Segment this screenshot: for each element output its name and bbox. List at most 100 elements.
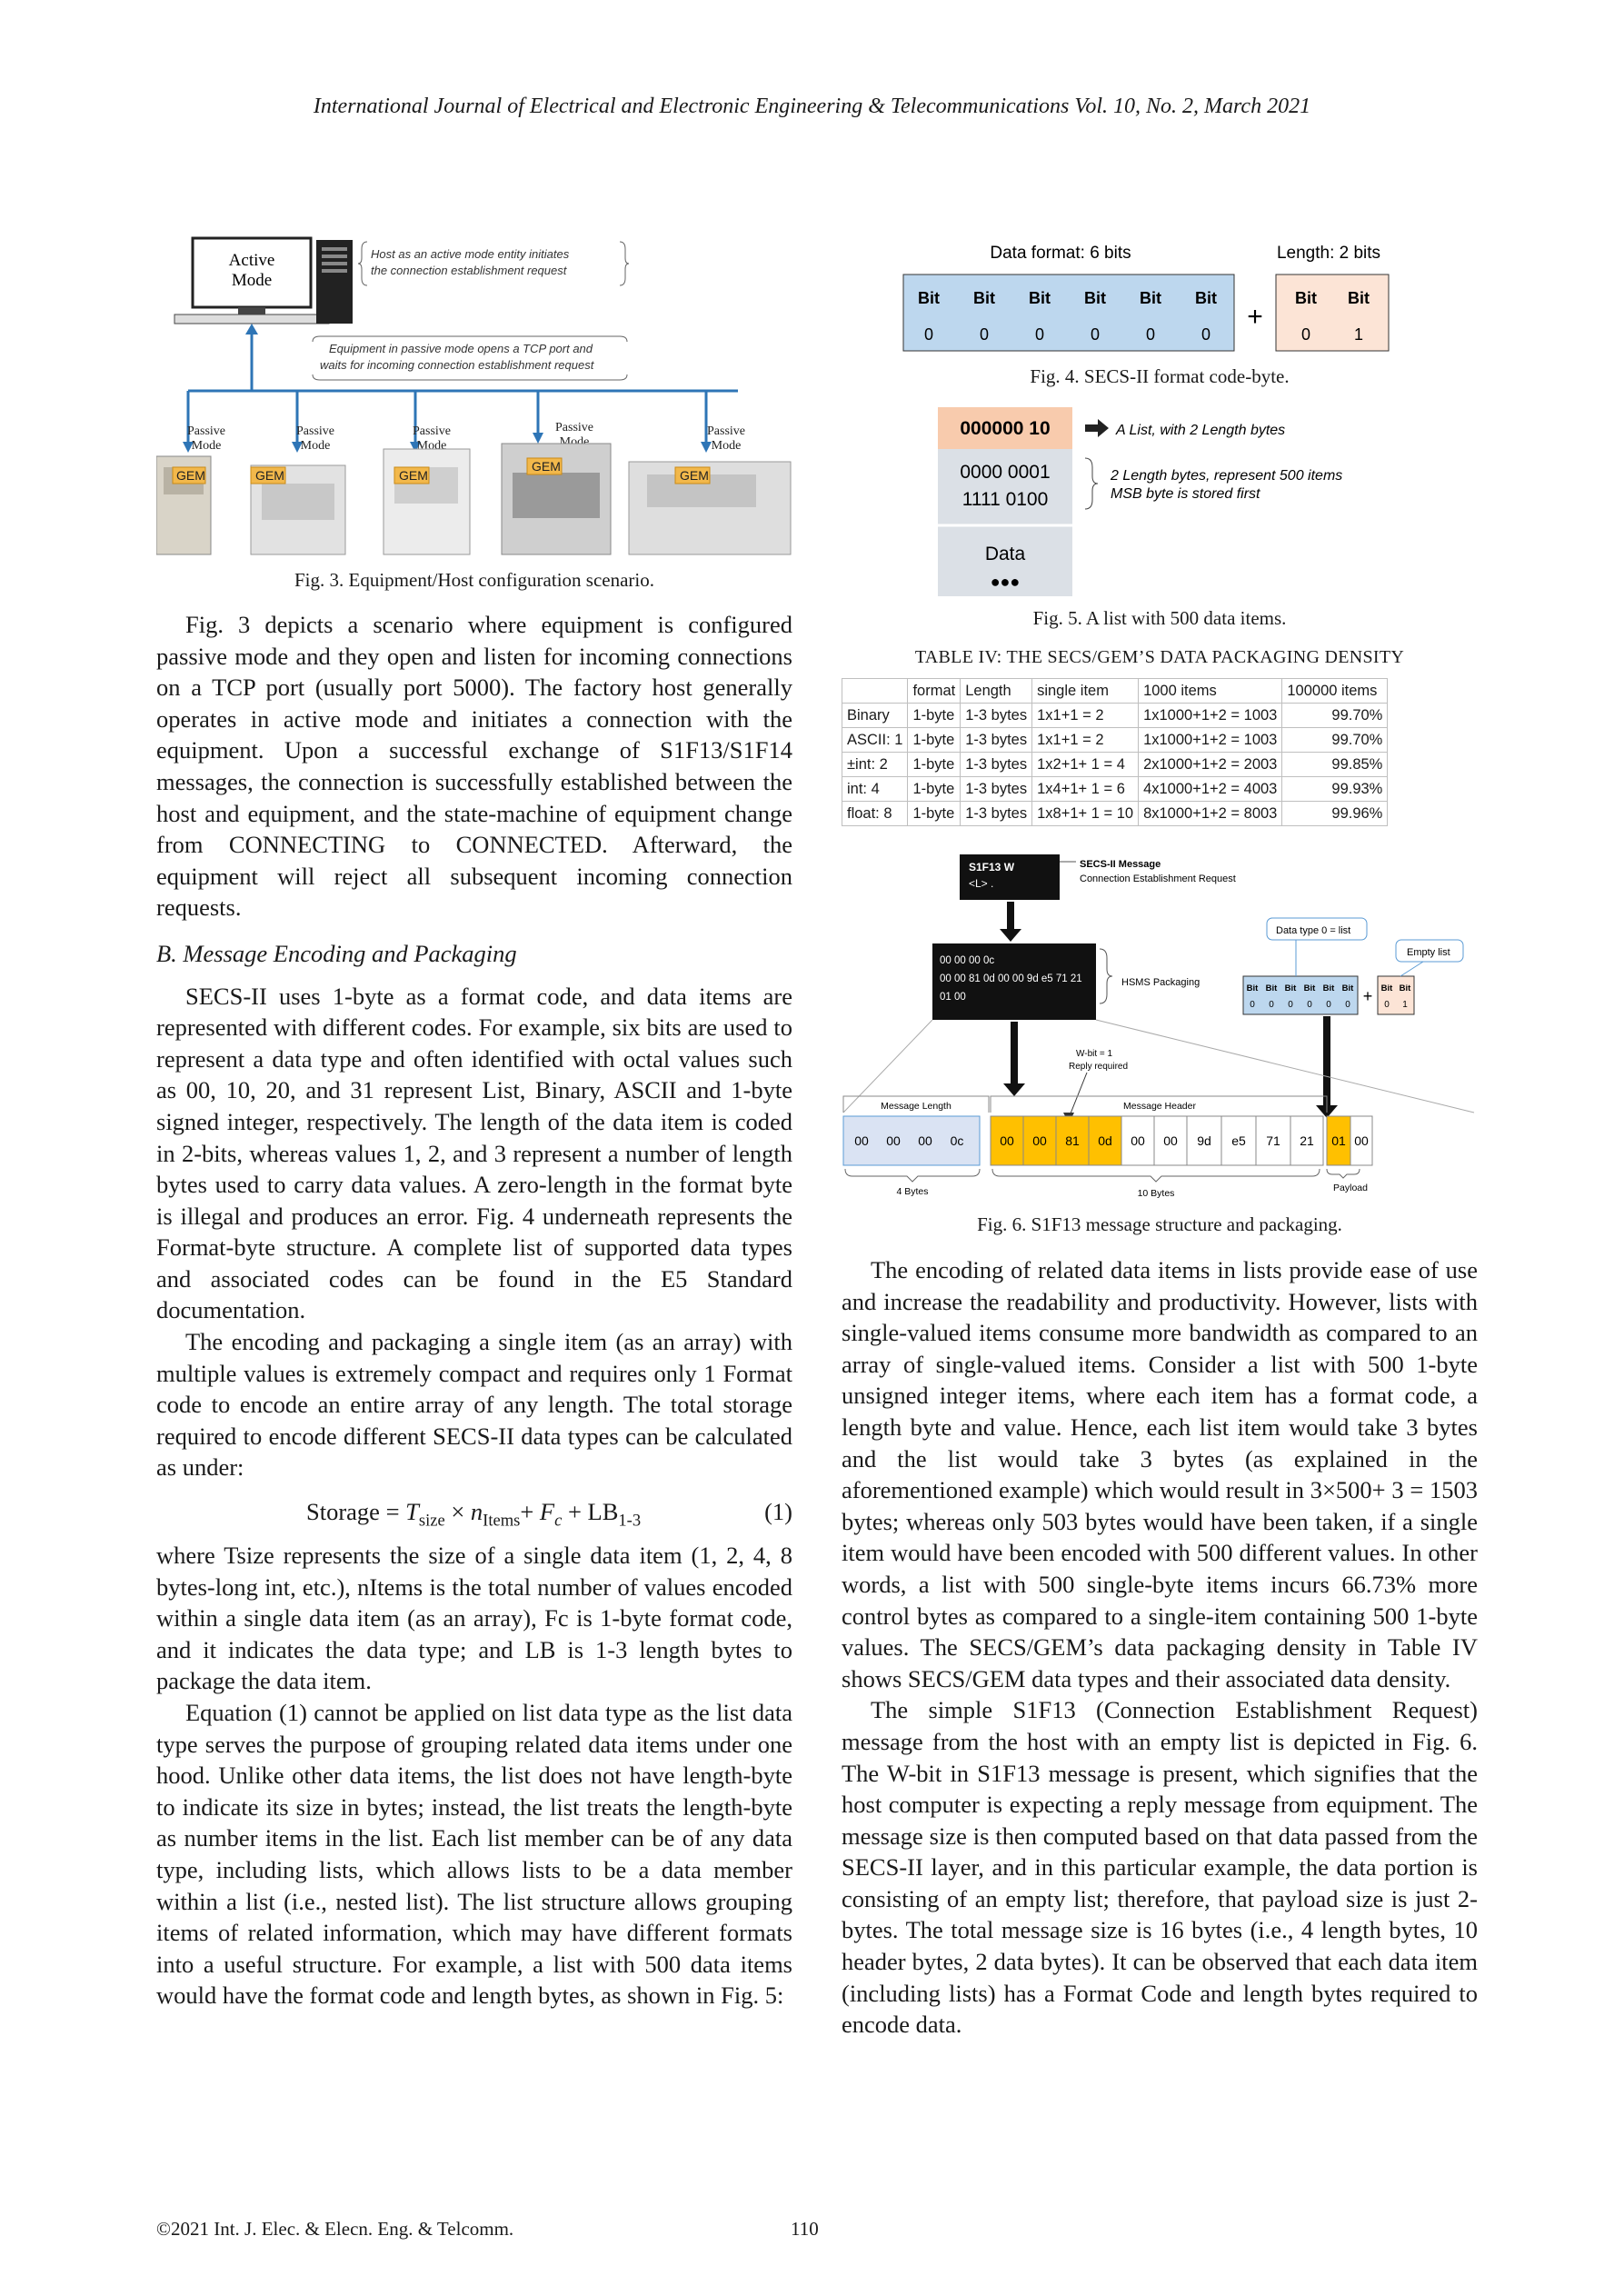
svg-text:Bit: Bit: [973, 289, 995, 307]
svg-text:Bit: Bit: [1247, 983, 1260, 993]
svg-text:Bit: Bit: [1266, 983, 1279, 993]
svg-text:0: 0: [1326, 1000, 1331, 1010]
svg-text:2 Length bytes, represent 500: 2 Length bytes, represent 500 items: [1110, 468, 1342, 484]
table-cell: ASCII: 1: [841, 727, 909, 753]
svg-text:0: 0: [1307, 1000, 1312, 1010]
svg-text:W-bit = 1: W-bit = 1: [1076, 1049, 1113, 1059]
svg-text:00: 00: [1163, 1133, 1178, 1148]
fig5-caption: Fig. 5. A list with 500 data items.: [1032, 607, 1287, 629]
table-cell: 1x2+1+ 1 = 4: [1031, 752, 1140, 777]
table-header-cell: Length: [960, 678, 1033, 704]
table-cell: 1x1+1 = 2: [1031, 703, 1140, 728]
svg-text:0: 0: [1269, 1000, 1274, 1010]
table-cell: 99.85%: [1281, 752, 1389, 777]
svg-text:HSMS Packaging: HSMS Packaging: [1121, 977, 1200, 988]
table-cell: 8x1000+1+2 = 8003: [1138, 801, 1283, 826]
left-paragraph-1: Fig. 3 depicts a scenario where equipmen…: [156, 611, 792, 922]
svg-text:Bit: Bit: [1304, 983, 1317, 993]
svg-text:01: 01: [1331, 1133, 1346, 1148]
table-cell: 99.70%: [1281, 703, 1389, 728]
svg-text:00 00 00 0c: 00 00 00 0c: [940, 955, 994, 966]
svg-text:0: 0: [924, 325, 933, 344]
svg-text:01 00: 01 00: [940, 992, 966, 1003]
svg-text:0: 0: [1288, 1000, 1293, 1010]
svg-text:Passive: Passive: [413, 424, 451, 438]
fig3-caption: Fig. 3. Equipment/Host configuration sce…: [294, 569, 655, 591]
table-cell: 99.93%: [1281, 776, 1389, 802]
format-byte: 000000 10: [960, 418, 1050, 439]
table-row: ±int: 2 1-byte 1-3 bytes 1x2+1+ 1 = 4 2x…: [841, 752, 1389, 777]
table-cell: 1-3 bytes: [960, 752, 1033, 777]
fig4-caption: Fig. 4. SECS-II format code-byte.: [1030, 365, 1290, 387]
svg-text:1: 1: [1402, 1000, 1408, 1010]
svg-text:Data: Data: [985, 544, 1026, 564]
svg-text:Bit: Bit: [1400, 983, 1412, 993]
svg-text:Host as an active mode entity: Host as an active mode entity initiates: [371, 247, 570, 261]
table-row: Binary 1-byte 1-3 bytes 1x1+1 = 2 1x1000…: [841, 703, 1389, 728]
svg-text:Mode: Mode: [232, 271, 272, 290]
svg-text:e5: e5: [1231, 1133, 1246, 1148]
svg-text:Passive: Passive: [187, 424, 225, 438]
right-paragraph-2: The simple S1F13 (Connection Establishme…: [842, 1696, 1478, 2039]
svg-text:Bit: Bit: [1195, 289, 1217, 307]
figure-4: Data format: 6 bits Length: 2 bits Bit B…: [902, 238, 1410, 356]
table-header-cell: [841, 678, 909, 704]
svg-text:0: 0: [1301, 325, 1310, 344]
table-cell: 1x1000+1+2 = 1003: [1138, 703, 1283, 728]
svg-text:waits for incoming connection: waits for incoming connection establishm…: [320, 358, 595, 372]
table-header-cell: single item: [1031, 678, 1140, 704]
page-number: 110: [791, 2218, 819, 2240]
left-column: Fig. 3 depicts a scenario where equipmen…: [156, 609, 792, 2011]
svg-text:S1F13 W: S1F13 W: [969, 861, 1015, 873]
svg-text:A List, with 2 Length bytes: A List, with 2 Length bytes: [1115, 423, 1285, 438]
left-paragraph-3: The encoding and packaging a single item…: [156, 1328, 792, 1482]
table-row: float: 8 1-byte 1-3 bytes 1x8+1+ 1 = 10 …: [841, 801, 1389, 826]
figure-5: 000000 10 0000 0001 1111 0100 Data ●●● A…: [938, 407, 1392, 596]
table-cell: 1x8+1+ 1 = 10: [1031, 801, 1140, 826]
svg-text:SECS-II Message: SECS-II Message: [1080, 859, 1161, 870]
active-mode-label: Active: [229, 251, 275, 270]
table-cell: float: 8: [841, 801, 909, 826]
fig5-diagram: 000000 10 0000 0001 1111 0100 Data ●●● A…: [938, 407, 1342, 596]
table4-title: TABLE IV: THE SECS/GEM’S DATA PACKAGING …: [914, 647, 1405, 667]
table-header-row: format Length single item 1000 items 100…: [841, 678, 1389, 704]
figure-3: Active Mode Host as an active mode entit…: [155, 229, 792, 556]
svg-text:GEM: GEM: [680, 468, 709, 483]
section-heading: B. Message Encoding and Packaging: [156, 939, 517, 967]
table-cell: 99.96%: [1281, 801, 1389, 826]
svg-text:0: 0: [1250, 1000, 1255, 1010]
svg-text:Empty list: Empty list: [1407, 947, 1450, 958]
svg-text:Bit: Bit: [1029, 289, 1051, 307]
table-header-cell: 1000 items: [1138, 678, 1283, 704]
svg-text:Data type 0 = list: Data type 0 = list: [1276, 925, 1350, 936]
svg-text:Mode: Mode: [301, 439, 331, 453]
table-cell: 1-byte: [907, 801, 961, 826]
svg-text:Passive: Passive: [707, 424, 745, 438]
svg-text:00: 00: [1000, 1133, 1014, 1148]
table-cell: 1-byte: [907, 727, 961, 753]
table-cell: Binary: [841, 703, 909, 728]
svg-text:Bit: Bit: [1084, 289, 1106, 307]
right-paragraph-1: The encoding of related data items in li…: [842, 1256, 1478, 1692]
svg-text:0c: 0c: [951, 1133, 964, 1148]
svg-text:Message Header: Message Header: [1123, 1101, 1196, 1112]
left-paragraph-5: Equation (1) cannot be applied on list d…: [156, 1699, 792, 2010]
svg-text:Passive: Passive: [555, 421, 593, 434]
svg-text:0: 0: [980, 325, 989, 344]
svg-text:GEM: GEM: [532, 459, 561, 474]
table-row: int: 4 1-byte 1-3 bytes 1x4+1+ 1 = 6 4x1…: [841, 776, 1389, 802]
svg-text:0: 0: [1146, 325, 1155, 344]
svg-text:9d: 9d: [1197, 1133, 1211, 1148]
table-cell: 1-3 bytes: [960, 727, 1033, 753]
equation-1: Storage = Tsize × nItems+ Fc + LB1-3 (1): [306, 1498, 792, 1531]
svg-text:Payload: Payload: [1333, 1183, 1368, 1193]
svg-text:Bit: Bit: [1140, 289, 1161, 307]
svg-text:+: +: [1247, 302, 1263, 332]
svg-text:0: 0: [1345, 1000, 1350, 1010]
fig6-caption: Fig. 6. S1F13 message structure and pack…: [977, 1213, 1342, 1235]
left-paragraph-2: SECS-II uses 1-byte as a format code, an…: [156, 982, 792, 1324]
svg-text:Passive: Passive: [296, 424, 334, 438]
svg-text:1111 0100: 1111 0100: [962, 489, 1049, 510]
svg-text:1: 1: [1354, 325, 1363, 344]
table-header-cell: format: [907, 678, 961, 704]
